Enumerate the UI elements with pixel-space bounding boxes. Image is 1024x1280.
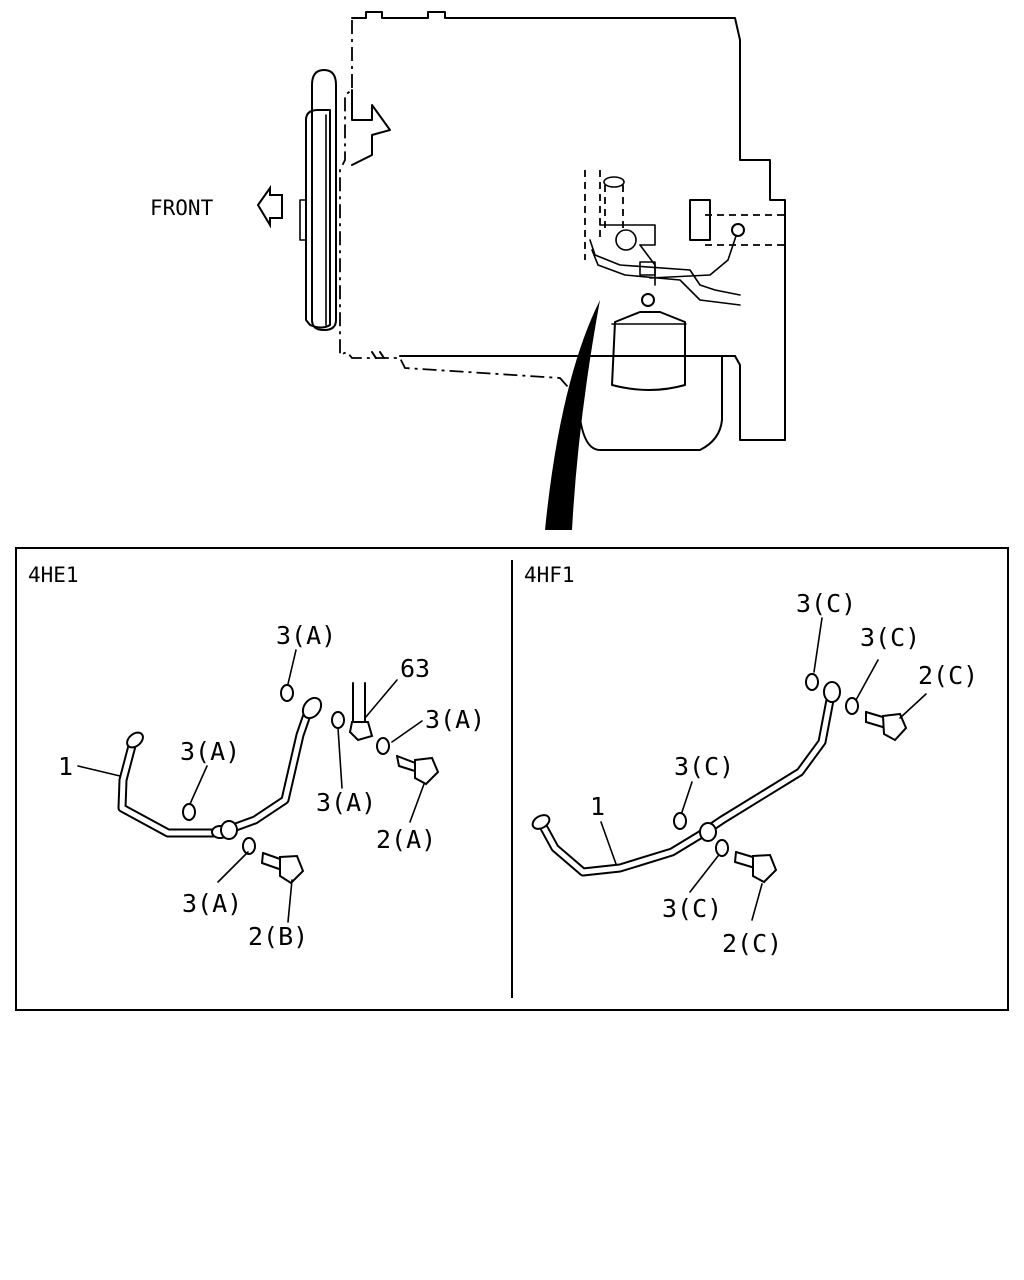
callout-pipe-1: 1 [58,752,73,781]
panel-4he1: 1 3(A) 3(A) 63 3(A) 3(A) 2(A) 3(A) 2(B) [58,621,485,951]
front-label: FRONT [150,196,214,220]
callout-washer-3a-mid: 3(A) [316,788,376,817]
callout-washer-3c-top: 3(C) [796,589,856,618]
panel-title-4he1: 4HE1 [28,563,79,587]
detail-pointer [545,300,600,530]
panel-4hf1: 3(C) 3(C) 2(C) 3(C) 1 3(C) 2(C) [531,589,978,958]
callout-bolt-2c-upper: 2(C) [918,661,978,690]
panel-title-4hf1: 4HF1 [524,563,575,587]
callout-bolt-2a: 2(A) [376,825,436,854]
callout-part-63: 63 [400,654,430,683]
callout-bolt-2c-lower: 2(C) [722,929,782,958]
callout-washer-3a-left: 3(A) [180,737,240,766]
callout-washer-3a-right: 3(A) [425,705,485,734]
engine-overview: FRONT [150,11,786,530]
callout-pipe-1: 1 [590,792,605,821]
callout-washer-3c-middle: 3(C) [674,752,734,781]
detail-frame [15,547,1009,1011]
callout-bolt-2b: 2(B) [248,922,308,951]
front-arrow-icon [256,184,283,229]
callout-washer-3a-bottom: 3(A) [182,889,242,918]
callout-washer-3c-upper-right: 3(C) [860,623,920,652]
callout-washer-3c-bottom: 3(C) [662,894,722,923]
callout-washer-3a-top: 3(A) [276,621,336,650]
